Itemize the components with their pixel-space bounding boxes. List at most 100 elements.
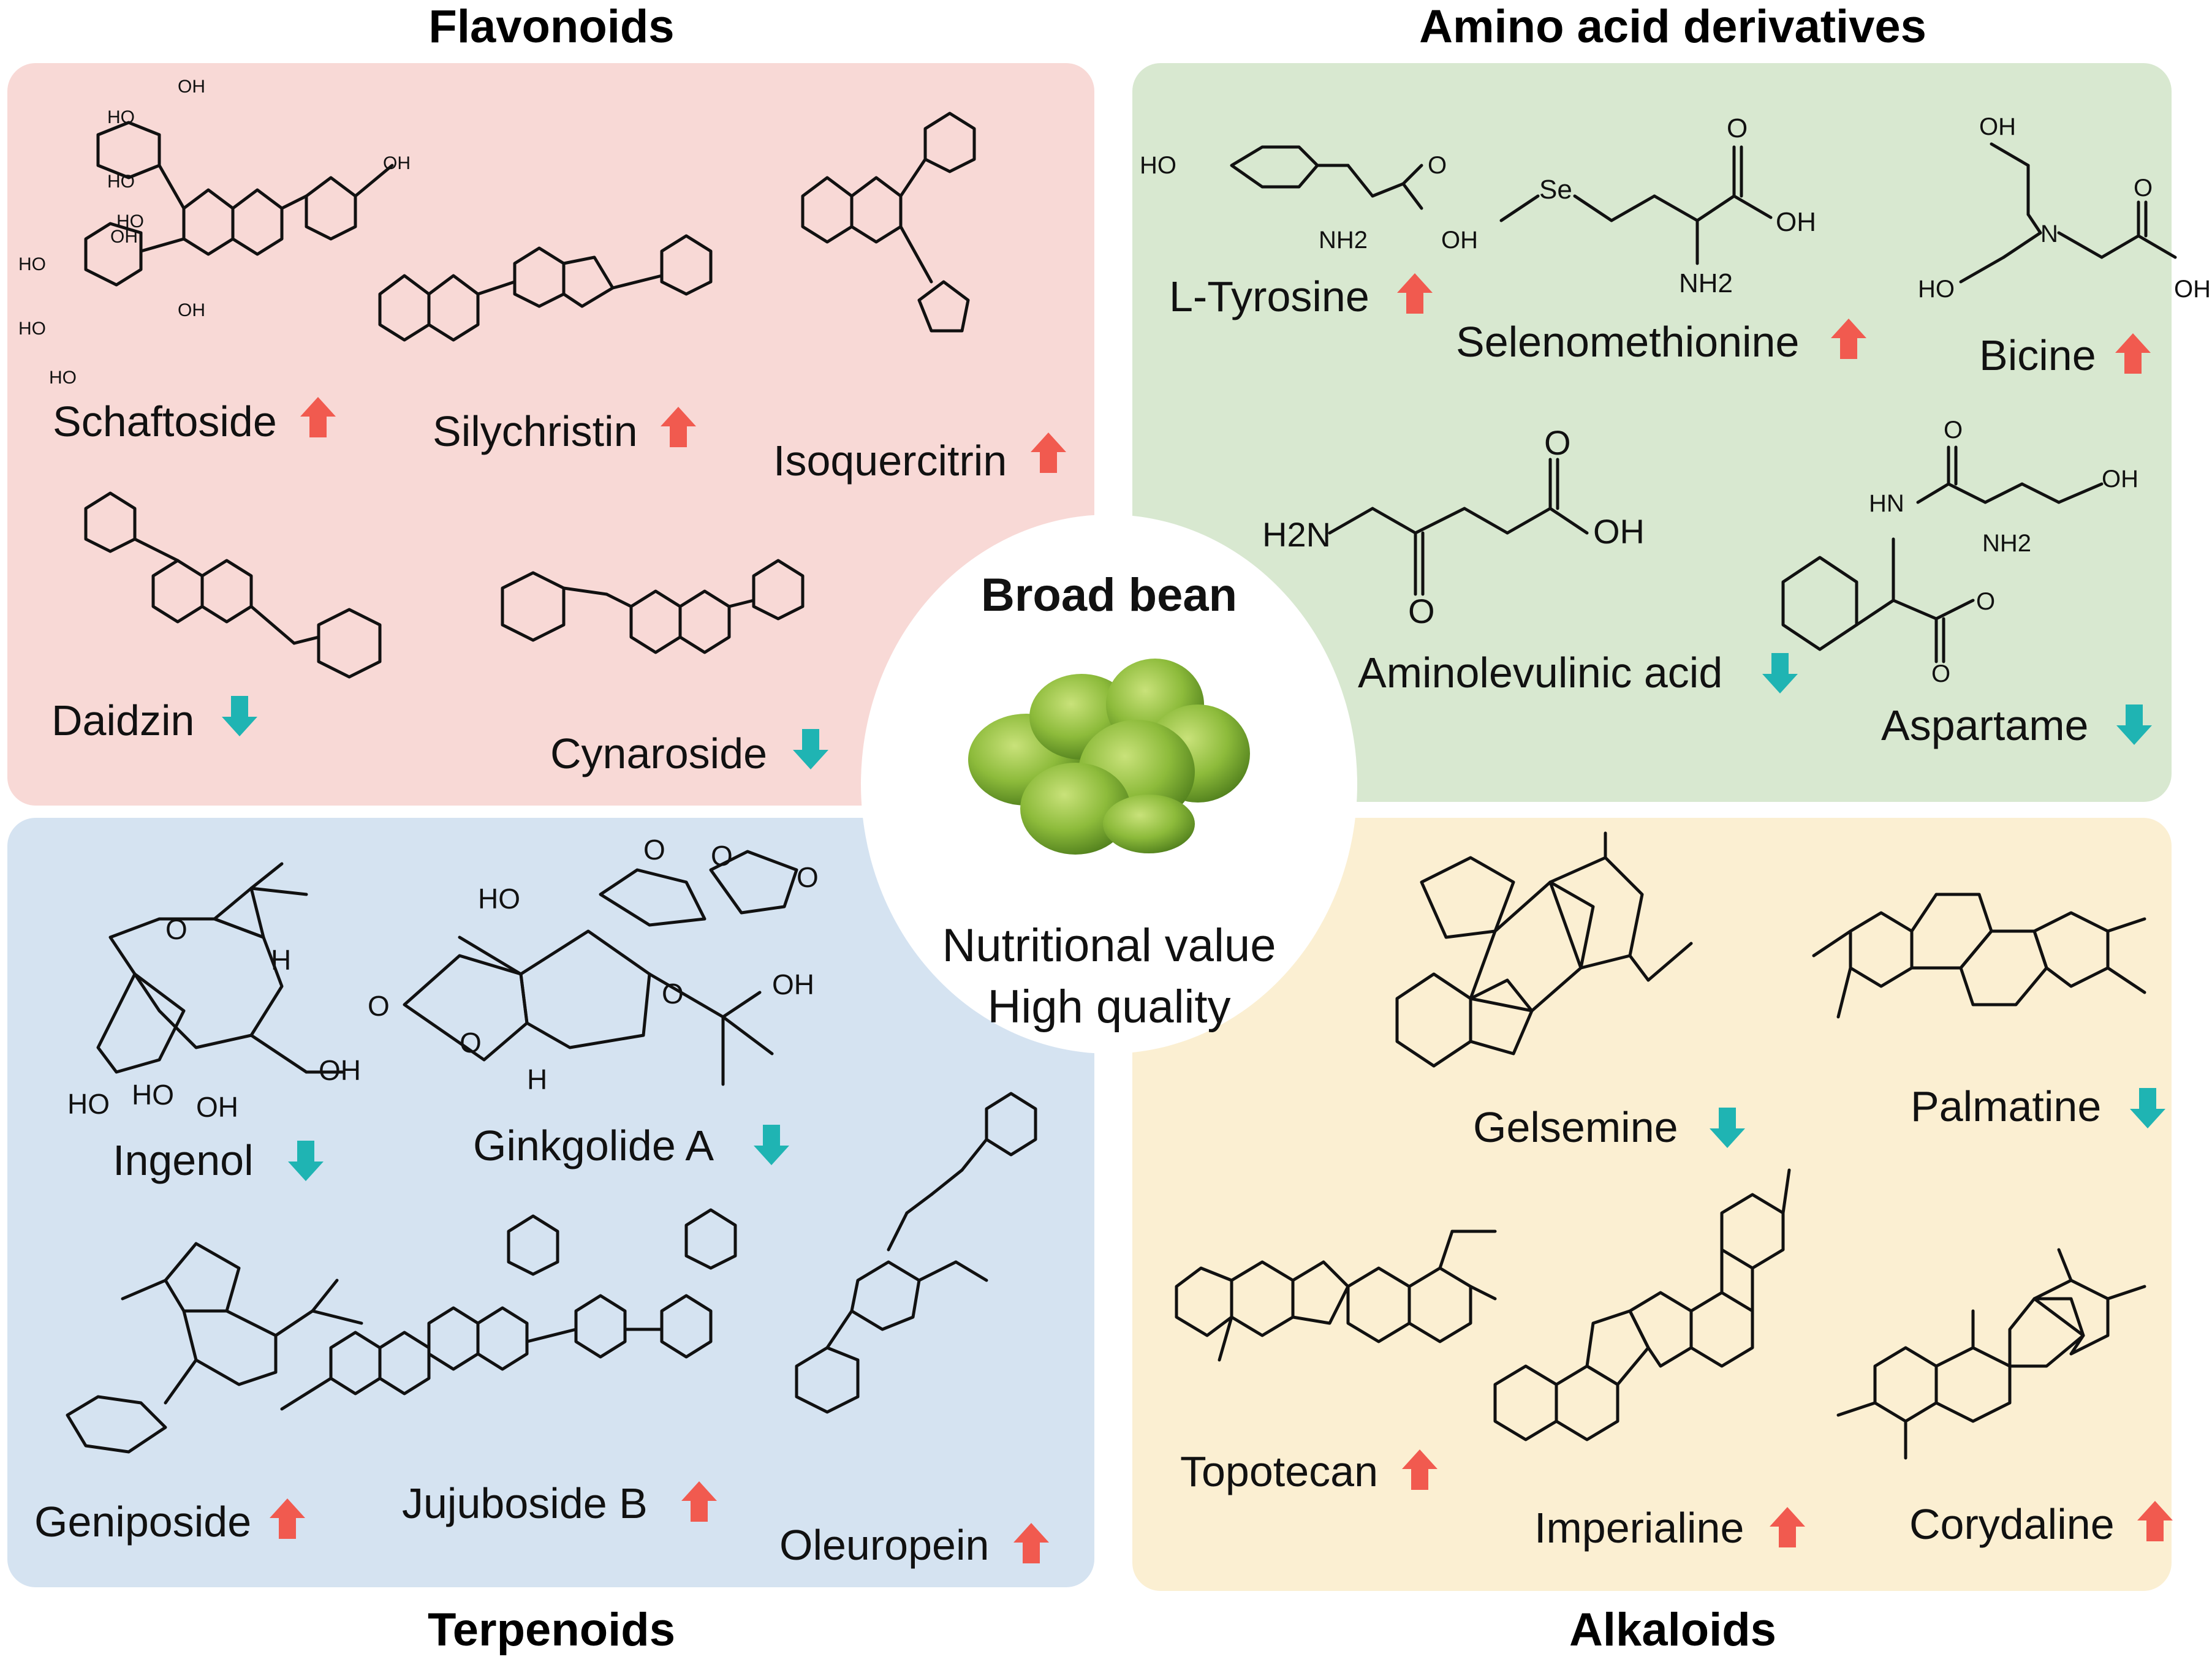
section-title-flavonoids: Flavonoids [428,1,675,53]
palmatine-structure [1777,858,2181,1090]
arrow-up-icon [1831,319,1866,359]
atom-label: HO [67,1088,110,1120]
cynaroside-structure [466,527,931,723]
jujuboside-b-structure [257,1201,809,1483]
atom-label: O [1428,152,1447,179]
compound-label-silychristin: Silychristin [433,407,638,455]
atom-label: H [527,1063,548,1095]
atom-label: OH [1979,113,2016,140]
oleuropein-structure [729,1078,1091,1507]
section-title-amino-acid-derivatives: Amino acid derivatives [1419,1,1926,53]
atom-label: HO [107,172,135,192]
compound-label-ingenol: Ingenol [113,1136,254,1184]
atom-label: OH [772,969,814,1000]
compound-label-oleuropein: Oleuropein [779,1521,990,1569]
atom-label: O [2134,175,2153,202]
arrow-up-icon [1013,1523,1049,1563]
compound-label-bicine: Bicine [1979,331,2096,379]
atom-label: OH [1776,207,1816,237]
schaftoside-structure: OH HO HO OH HO OH HO HO OH HO [18,67,423,398]
atom-label: OH [110,227,138,247]
compound-label-imperialine: Imperialine [1534,1504,1744,1552]
aspartame-structure: O HN NH2 OH O O [1771,417,2200,687]
arrow-up-icon [2115,333,2151,374]
atom-label: O [165,913,187,945]
atom-label: O [1931,660,1951,687]
atom-label: O [797,861,819,893]
center-line-2: High quality [987,981,1231,1033]
arrow-down-icon [288,1141,324,1181]
compound-label-l-tyrosine: L-Tyrosine [1169,273,1369,320]
atom-label: HO [107,107,135,127]
atom-label: HO [49,368,77,388]
atom-label: HN [1869,490,1904,517]
atom-label: OH [319,1054,361,1086]
silychristin-structure [331,202,784,392]
l-tyrosine-structure: HO O OH NH2 [1140,116,1483,263]
compound-label-jujuboside-b: Jujuboside B [402,1479,648,1527]
topotecan-structure [1152,1201,1593,1433]
atom-label: O [711,840,733,872]
atom-label: OH [1441,227,1478,254]
arrow-up-icon [1402,1449,1437,1490]
center-circle: Broad bean Nutritional value High qualit… [861,515,1357,1054]
compound-label-schaftoside: Schaftoside [53,398,277,445]
section-title-alkaloids: Alkaloids [1569,1604,1776,1656]
atom-label: OH [178,77,205,97]
atom-label: NH2 [1982,530,2032,557]
compound-label-corydaline: Corydaline [1909,1500,2115,1548]
arrow-down-icon [2130,1088,2165,1128]
atom-label: OH [2174,276,2211,303]
aminolevulinic-acid-structure: H2N O OH O [1262,423,1740,631]
arrow-up-icon [1770,1507,1805,1547]
arrow-down-icon [793,729,828,769]
atom-label: OH [178,300,205,320]
atom-label: O [662,978,684,1010]
compound-label-ginkgolide-a: Ginkgolide A [473,1122,714,1169]
imperialine-structure [1483,1133,1863,1489]
corydaline-structure [1814,1231,2194,1489]
compound-label-aminolevulinic-acid: Aminolevulinic acid [1358,649,1723,697]
compound-label-daidzin: Daidzin [51,697,195,744]
isoquercitrin-structure [754,74,1085,417]
atom-label: Se [1539,175,1572,205]
atom-label: H [271,944,292,976]
geniposide-structure [18,1219,423,1501]
atom-label: N [2040,221,2058,247]
center-title: Broad bean [980,569,1238,621]
atom-label: O [1408,592,1435,630]
atom-label: HO [478,883,520,915]
center-line-1: Nutritional value [942,920,1276,972]
compound-label-palmatine: Palmatine [1911,1082,2102,1130]
daidzin-structure [25,484,453,729]
atom-label: O [368,990,390,1022]
atom-label: O [1727,113,1748,143]
atom-label: HO [18,319,46,339]
atom-label: HO [18,254,46,274]
atom-label: HO [1918,276,1955,303]
atom-label: O [460,1027,482,1059]
gelsemine-structure [1385,831,1765,1103]
broad-bean-image [953,637,1271,858]
atom-label: HO [1140,152,1176,179]
compound-label-gelsemine: Gelsemine [1473,1103,1678,1151]
section-title-terpenoids: Terpenoids [428,1604,675,1656]
atom-label: HO [132,1079,174,1111]
arrow-up-icon [1397,273,1433,314]
arrow-down-icon [2116,704,2152,745]
arrow-up-icon [2137,1501,2173,1541]
atom-label: HO [116,211,144,232]
compound-label-aspartame: Aspartame [1881,701,2089,749]
atom-label: NH2 [1679,268,1733,298]
atom-label: O [1544,423,1571,462]
ginkgolide-a-structure: HO O O O OH O O H O [368,833,846,1115]
atom-label: OH [2102,466,2138,493]
bicine-structure: OH N O HO OH [1857,110,2211,319]
atom-label: OH [383,153,411,173]
selenomethionine-structure: Se O OH NH2 [1499,110,1900,312]
atom-label: O [643,834,665,866]
atom-label: O [1944,417,1963,444]
compound-label-geniposide: Geniposide [34,1498,252,1546]
arrow-up-icon [270,1498,305,1539]
arrow-up-icon [661,407,696,447]
